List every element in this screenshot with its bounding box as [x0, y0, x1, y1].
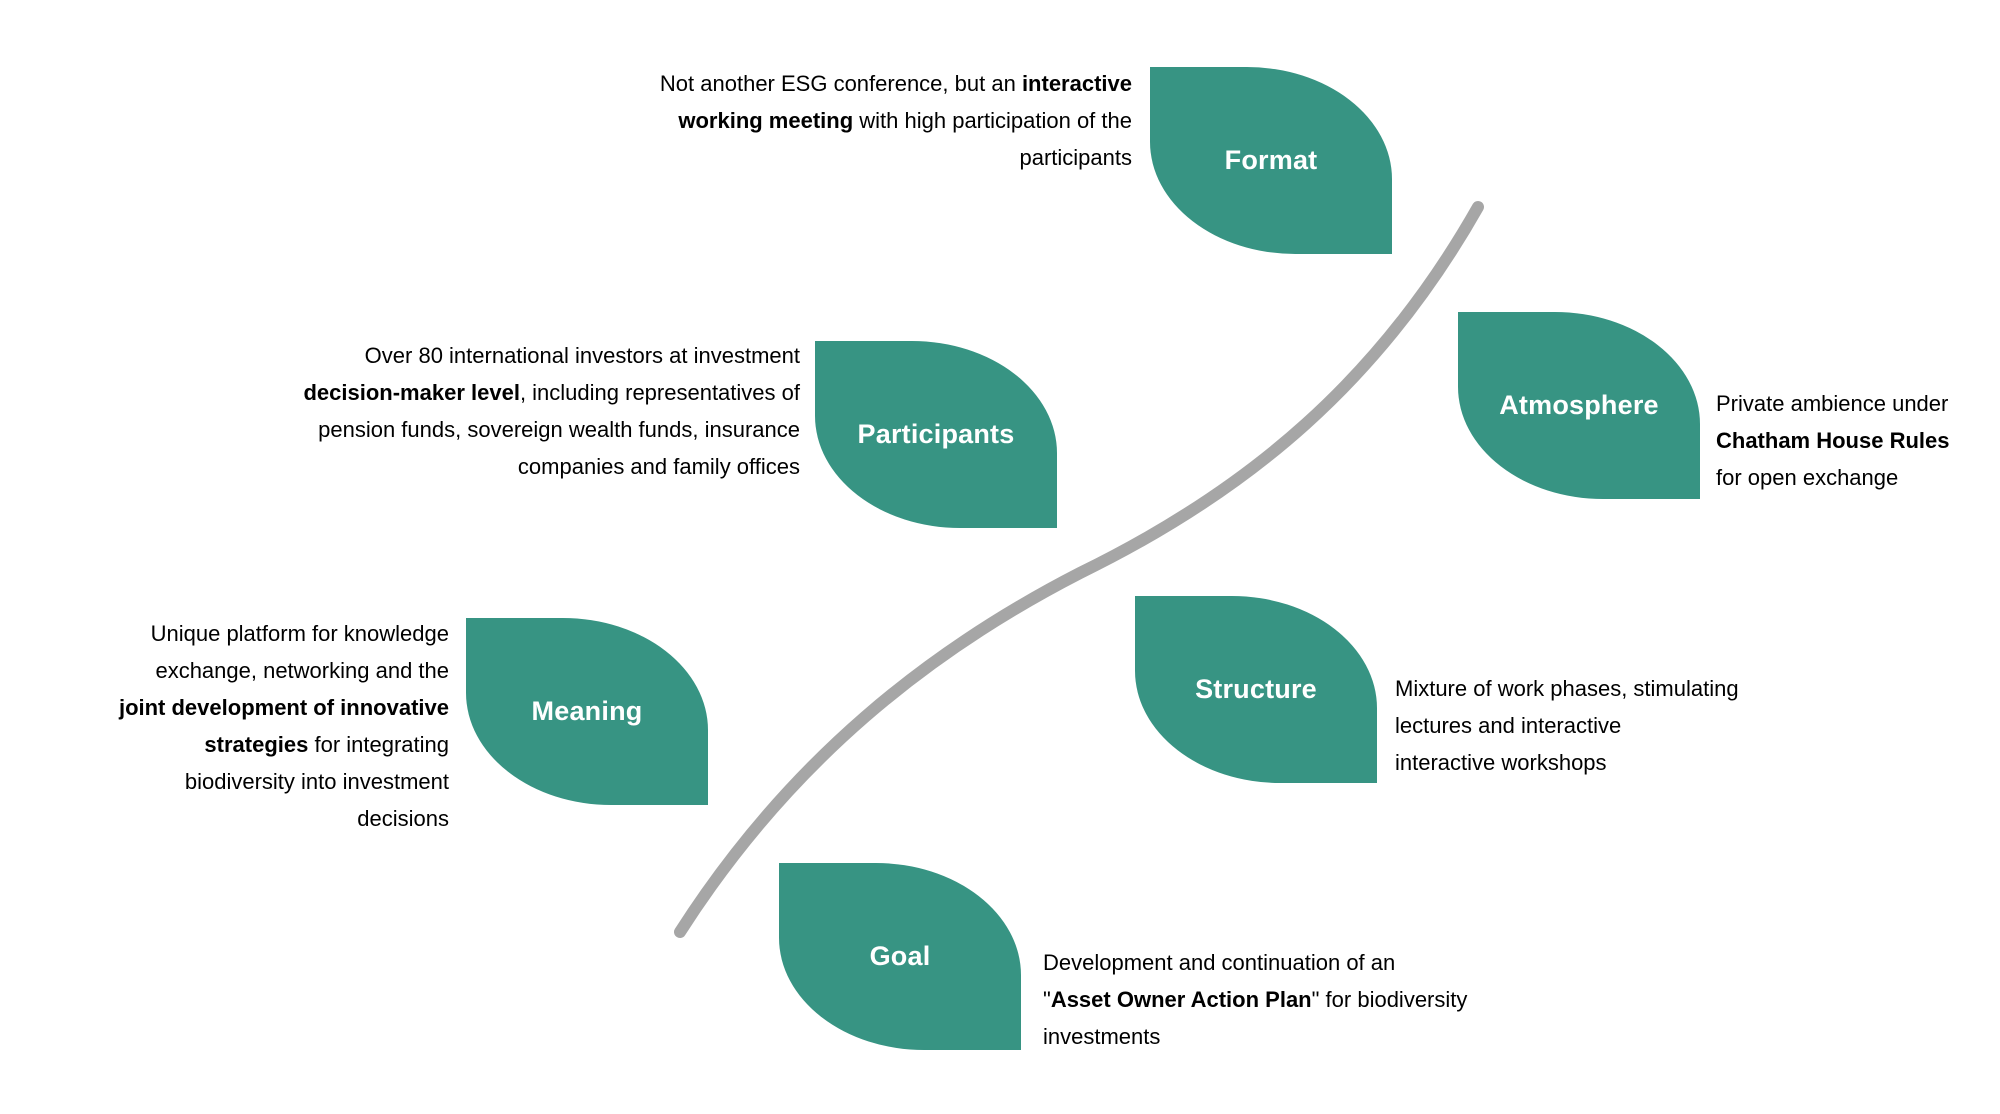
description-line: strategies for integrating: [119, 726, 449, 763]
leaf-title-structure: Structure: [1195, 674, 1317, 704]
text-run: Mixture of work phases, stimulating: [1395, 676, 1739, 701]
text-run: Over 80 international investors at inves…: [364, 343, 800, 368]
text-run: Unique platform for knowledge: [150, 621, 449, 646]
bold-text: decision-maker level: [303, 380, 520, 405]
leaf-title-participants: Participants: [857, 419, 1015, 449]
text-run: Private ambience under: [1716, 391, 1949, 416]
text-run: with high participation of the: [853, 108, 1132, 133]
text-run: biodiversity into investment: [184, 769, 449, 794]
text-run: for open exchange: [1716, 465, 1899, 490]
description-line: exchange, networking and the: [119, 652, 449, 689]
description-line: Mixture of work phases, stimulating: [1395, 670, 1739, 707]
description-line: decision-maker level, including represen…: [303, 374, 800, 411]
text-run: Development and continuation of an: [1043, 950, 1396, 975]
text-run: for integrating: [308, 732, 449, 757]
description-line: companies and family offices: [303, 448, 800, 485]
description-format: Not another ESG conference, but an inter…: [660, 65, 1132, 176]
text-run: Not another ESG conference, but an: [659, 71, 1022, 96]
description-line: decisions: [119, 800, 449, 837]
bold-text: joint development of innovative: [118, 695, 449, 720]
description-line: Private ambience under: [1716, 385, 1950, 422]
description-line: Chatham House Rules: [1716, 422, 1950, 459]
bold-text: working meeting: [678, 108, 854, 133]
description-line: lectures and interactive: [1395, 707, 1739, 744]
description-line: Development and continuation of an: [1043, 944, 1467, 981]
description-line: Not another ESG conference, but an inter…: [660, 65, 1132, 102]
description-line: working meeting with high participation …: [660, 102, 1132, 139]
text-run: investments: [1043, 1024, 1161, 1049]
description-line: biodiversity into investment: [119, 763, 449, 800]
bold-text: interactive: [1021, 71, 1132, 96]
text-run: decisions: [357, 806, 449, 831]
leaf-title-atmosphere: Atmosphere: [1499, 390, 1659, 420]
description-line: Unique platform for knowledge: [119, 615, 449, 652]
text-run: ": [1043, 987, 1051, 1012]
text-run: lectures and interactive: [1395, 713, 1622, 738]
bold-text: Asset Owner Action Plan: [1050, 987, 1312, 1012]
description-structure: Mixture of work phases, stimulating lectu…: [1395, 670, 1739, 781]
description-line: participants: [660, 139, 1132, 176]
leaf-title-goal: Goal: [869, 941, 931, 971]
leaf-title-meaning: Meaning: [531, 696, 643, 726]
curve-path: [674, 201, 1484, 938]
description-line: "Asset Owner Action Plan" for biodiversi…: [1043, 981, 1467, 1018]
leaf-title-format: Format: [1224, 145, 1318, 175]
description-meaning: Unique platform for knowledge exchange, n…: [119, 615, 449, 837]
description-line: for open exchange: [1716, 459, 1950, 496]
description-line: joint development of innovative: [119, 689, 449, 726]
description-goal: Development and continuation of an "Asset…: [1043, 944, 1467, 1055]
description-line: Over 80 international investors at inves…: [303, 337, 800, 374]
text-run: exchange, networking and the: [155, 658, 449, 683]
text-run: " for biodiversity: [1311, 987, 1468, 1012]
text-run: companies and family offices: [517, 454, 800, 479]
description-participants: Over 80 international investors at inves…: [303, 337, 800, 485]
text-run: participants: [1019, 145, 1132, 170]
description-line: pension funds, sovereign wealth funds, i…: [303, 411, 800, 448]
text-run: pension funds, sovereign wealth funds, i…: [318, 417, 800, 442]
bold-text: strategies: [204, 732, 309, 757]
text-run: interactive workshops: [1395, 750, 1607, 775]
text-run: , including representatives of: [519, 380, 800, 405]
bold-text: Chatham House Rules: [1716, 428, 1950, 453]
description-line: investments: [1043, 1018, 1467, 1055]
description-line: interactive workshops: [1395, 744, 1739, 781]
